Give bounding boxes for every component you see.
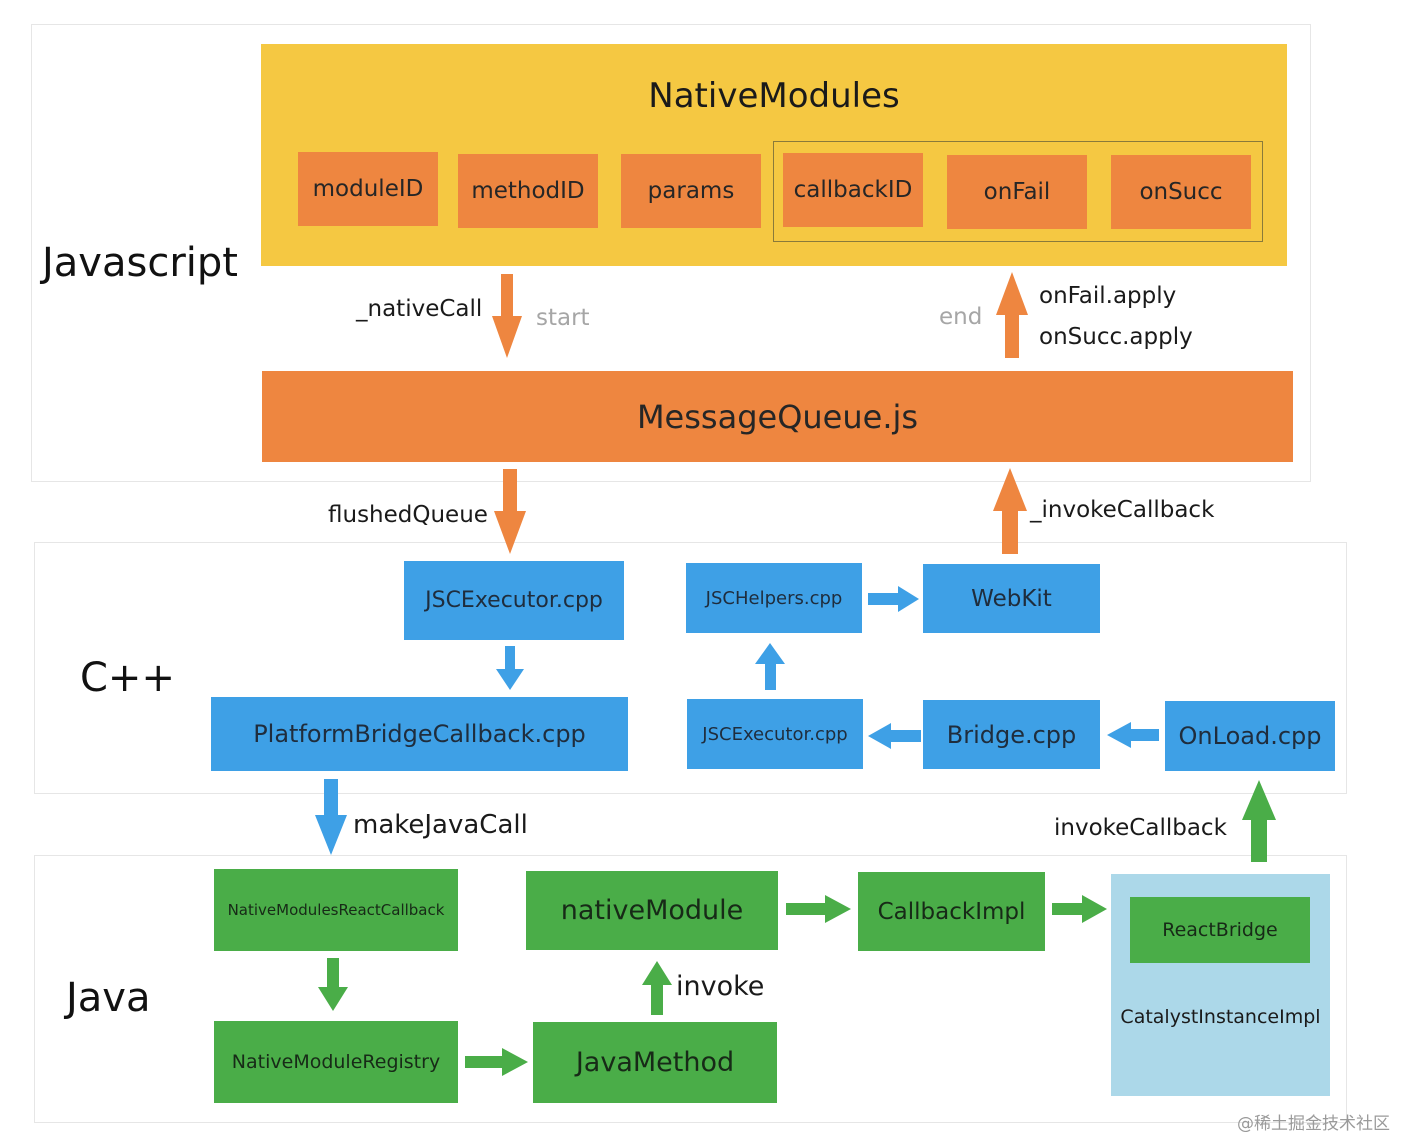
arrow-end	[996, 272, 1028, 358]
arrow-invoke-callback-top	[993, 468, 1027, 554]
onload-box: OnLoad.cpp	[1165, 701, 1335, 771]
arrow-onload-to-bridge	[1107, 722, 1159, 748]
field-module-id: moduleID	[298, 152, 438, 226]
cpp-layer	[34, 542, 1347, 794]
make-java-call-label: makeJavaCall	[353, 810, 528, 840]
callback-group-outline	[773, 141, 1263, 242]
arrow-invoke	[642, 961, 672, 1015]
invoke-callback-label: invokeCallback	[1054, 815, 1227, 841]
native-modules-react-callback-box: NativeModulesReactCallback	[214, 869, 458, 951]
javascript-layer	[31, 24, 1311, 482]
arrow-bridge-to-jsc	[868, 723, 921, 749]
field-params: params	[621, 154, 761, 228]
on-fail-apply-label: onFail.apply	[1039, 283, 1177, 309]
cpp-layer-label: C++	[80, 655, 175, 701]
arrow-registry-to-method	[465, 1048, 528, 1076]
native-modules-title: NativeModules	[648, 76, 900, 116]
webkit-box: WebKit	[923, 564, 1100, 633]
platform-bridge-callback-box: PlatformBridgeCallback.cpp	[211, 697, 628, 771]
invoke-label: invoke	[676, 971, 765, 1002]
field-on-succ: onSucc	[1111, 155, 1251, 229]
arrow-helpers-to-webkit	[868, 586, 919, 612]
arrow-jsc-to-platform	[496, 646, 524, 690]
field-on-fail: onFail	[947, 155, 1087, 229]
native-module-registry-box: NativeModuleRegistry	[214, 1021, 458, 1103]
start-label: start	[536, 305, 590, 331]
arrow-callback-to-catalyst	[1052, 895, 1107, 923]
flushed-queue-label: flushedQueue	[328, 502, 488, 528]
message-queue-box: MessageQueue.js	[262, 371, 1293, 462]
field-method-id: methodID	[458, 154, 598, 228]
arrow-callback-to-registry	[318, 958, 348, 1011]
arrow-native-call	[492, 274, 522, 358]
end-label: end	[939, 304, 983, 330]
watermark: @稀土掘金技术社区	[1237, 1114, 1390, 1134]
on-succ-apply-label: onSucc.apply	[1039, 324, 1193, 350]
arrow-invoke-callback	[1242, 780, 1276, 862]
arrow-flushed-queue	[494, 469, 526, 554]
jsc-executor-top-box: JSCExecutor.cpp	[404, 561, 624, 640]
jsc-helpers-box: JSCHelpers.cpp	[686, 563, 862, 633]
field-callback-id: callbackID	[783, 153, 923, 227]
javascript-layer-label: Javascript	[42, 240, 238, 286]
java-layer	[34, 855, 1347, 1123]
callback-impl-box: CallbackImpl	[858, 872, 1045, 951]
arrow-make-java-call	[315, 779, 347, 855]
bridge-box: Bridge.cpp	[923, 700, 1100, 769]
native-module-box: nativeModule	[526, 871, 778, 950]
invoke-callback-top-label: _invokeCallback	[1030, 497, 1215, 523]
java-method-box: JavaMethod	[533, 1022, 777, 1103]
java-layer-label: Java	[66, 975, 151, 1021]
arrow-jsc-bottom-to-helpers	[755, 643, 785, 690]
jsc-executor-bottom-box: JSCExecutor.cpp	[687, 699, 863, 769]
react-bridge-box: ReactBridge	[1130, 897, 1310, 963]
arrow-module-to-callback	[786, 895, 851, 923]
catalyst-instance-impl-label: CatalystInstanceImpl	[1120, 1006, 1321, 1028]
native-call-label: _nativeCall	[356, 296, 483, 322]
